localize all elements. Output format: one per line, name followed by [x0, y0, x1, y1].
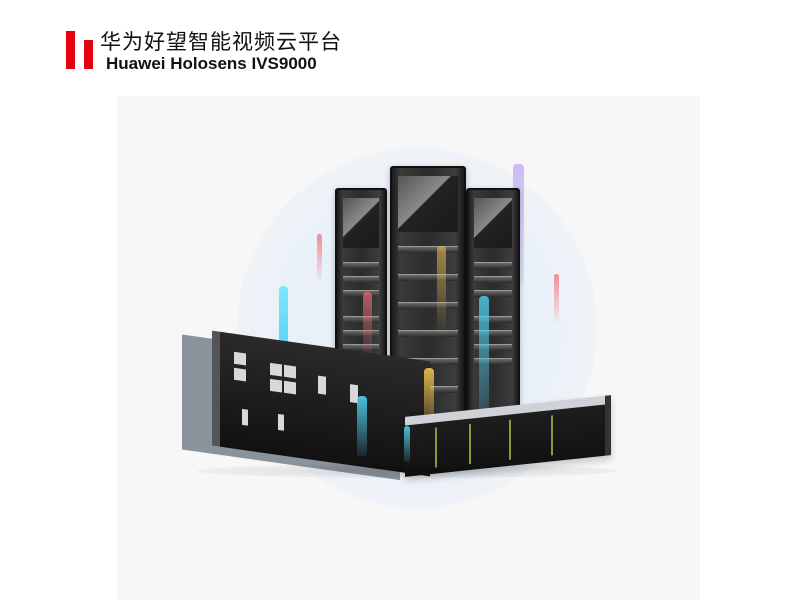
amber-beam-icon — [437, 246, 446, 336]
floor-shadow — [197, 464, 617, 478]
red-beam-icon — [363, 292, 372, 362]
cyan-beam-icon — [357, 396, 367, 456]
amber-beam-icon — [424, 368, 434, 416]
cyan-beam-icon — [479, 296, 489, 426]
cyan-beam-icon — [404, 426, 410, 462]
red-beam-icon — [317, 234, 322, 284]
title-chinese: 华为好望智能视频云平台 — [100, 30, 342, 54]
logo-bar-right-icon — [84, 40, 93, 69]
title-english: Huawei Holosens IVS9000 — [106, 54, 317, 73]
server-rack-right — [466, 188, 520, 427]
red-beam-icon — [554, 274, 559, 324]
product-image — [117, 96, 700, 600]
logo-bar-left-icon — [66, 31, 75, 69]
